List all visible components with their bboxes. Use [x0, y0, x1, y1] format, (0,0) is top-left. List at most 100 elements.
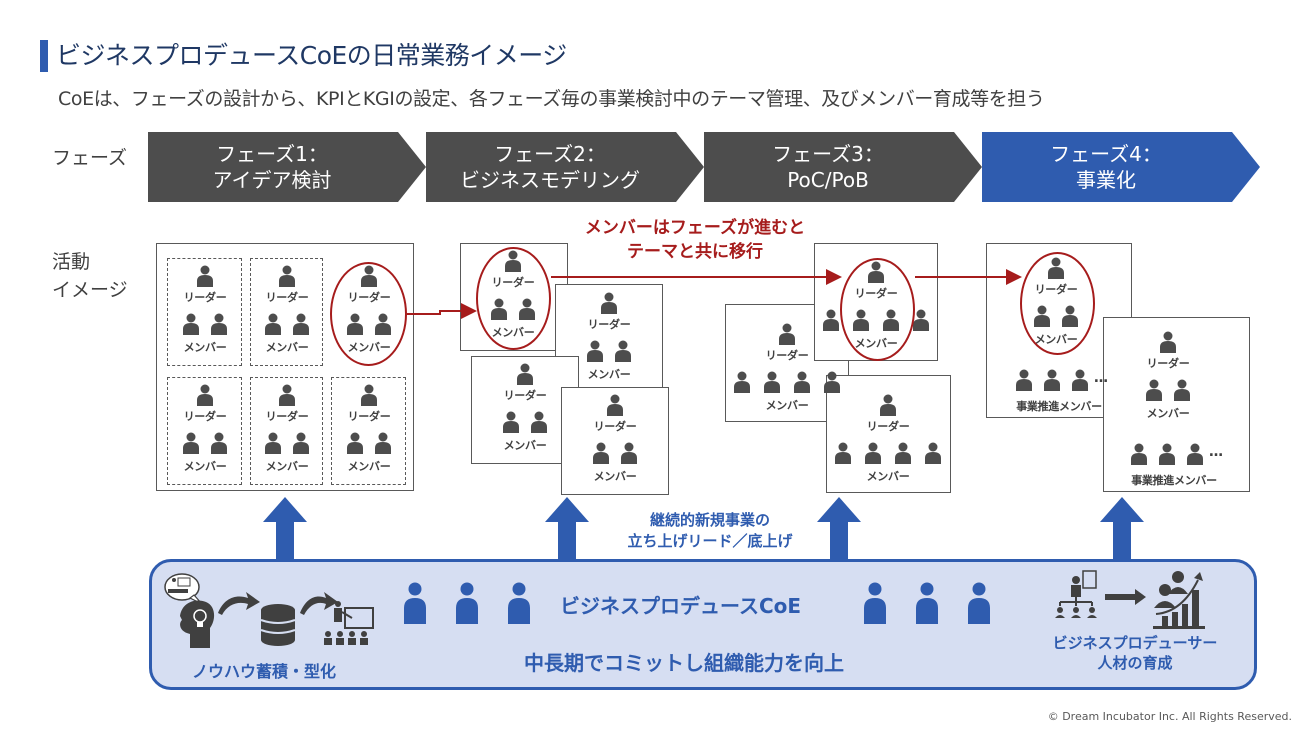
row-label-phase: フェーズ — [52, 147, 128, 169]
person-icon — [292, 313, 310, 335]
person-icon — [1173, 379, 1191, 401]
person-icon — [196, 265, 214, 287]
leader-label: リーダー — [593, 420, 637, 433]
person-icon — [864, 442, 882, 464]
phase-4-chevron: フェーズ4： 事業化 — [982, 132, 1260, 202]
arrow-right-icon — [1105, 589, 1146, 605]
person-icon — [894, 442, 912, 464]
leader-label: リーダー — [503, 389, 547, 402]
person-icon — [912, 309, 930, 331]
up-arrow — [817, 497, 861, 560]
person-icon — [586, 340, 604, 362]
team-group — [250, 377, 323, 485]
continuous-lead-note-line1: 継続的新規事業の — [649, 511, 770, 529]
ellipsis-mark: … — [1209, 444, 1223, 460]
coe-member-icon — [403, 582, 427, 624]
person-icon — [1015, 369, 1033, 391]
phase-1-line2: アイデア検討 — [212, 168, 332, 192]
leader-label: リーダー — [183, 410, 227, 423]
member-label: メンバー — [265, 460, 309, 473]
member-label: メンバー — [183, 460, 227, 473]
coe-member-icon — [455, 582, 479, 624]
transition-arrow-1 — [407, 303, 477, 319]
person-icon — [606, 394, 624, 416]
person-icon — [793, 371, 811, 393]
leader-label: リーダー — [347, 410, 391, 423]
talent-growth-icon — [1153, 571, 1205, 629]
coe-member-icon — [507, 582, 531, 624]
person-icon — [182, 313, 200, 335]
phase-3-line1: フェーズ3： — [772, 142, 884, 166]
member-label: メンバー — [265, 341, 309, 354]
person-icon — [374, 432, 392, 454]
chevron-shape — [982, 132, 1260, 202]
phase-2-chevron: フェーズ2： ビジネスモデリング — [426, 132, 704, 202]
leader-label: リーダー — [265, 410, 309, 423]
speech-bubble-icon — [164, 573, 203, 605]
member-label: メンバー — [1146, 407, 1190, 420]
highlight-oval — [330, 262, 407, 366]
producer-development-caption: ビジネスプロデューサー 人材の育成 — [1030, 633, 1240, 673]
person-icon — [778, 323, 796, 345]
person-icon — [346, 432, 364, 454]
member-transition-note-line1: メンバーはフェーズが進むと — [584, 218, 806, 238]
person-icon — [1159, 331, 1177, 353]
person-icon — [360, 384, 378, 406]
member-transition-note: メンバーはフェーズが進むと テーマと共に移行 — [560, 216, 830, 264]
phase-3-line2: PoC/PoB — [787, 168, 869, 192]
idea-head-icon — [180, 600, 215, 648]
phase-1-chevron: フェーズ1： アイデア検討 — [148, 132, 426, 202]
member-label: メンバー — [765, 399, 809, 412]
person-icon — [210, 432, 228, 454]
person-icon — [278, 384, 296, 406]
chevron-shape — [704, 132, 982, 202]
coe-member-icon — [863, 582, 887, 624]
database-icon — [260, 604, 296, 646]
phase-4-team-box — [1103, 317, 1250, 492]
coe-member-icon — [915, 582, 939, 624]
person-icon — [924, 442, 942, 464]
team-group — [167, 258, 242, 366]
person-icon — [592, 442, 610, 464]
row-label-activity: 活動 イメージ — [52, 248, 128, 304]
person-icon — [530, 411, 548, 433]
chevron-shape — [426, 132, 704, 202]
leader-label: リーダー — [587, 318, 631, 331]
person-icon — [763, 371, 781, 393]
chevron-shape — [148, 132, 426, 202]
curved-arrow-icon — [300, 592, 338, 615]
person-icon — [264, 432, 282, 454]
person-icon — [620, 442, 638, 464]
person-icon — [278, 265, 296, 287]
page-title: ビジネスプロデュースCoEの日常業務イメージ — [56, 41, 567, 70]
producer-development-caption-line2: 人材の育成 — [1097, 654, 1173, 672]
member-label: メンバー — [587, 368, 631, 381]
leader-label: リーダー — [1146, 357, 1190, 370]
team-group — [331, 377, 406, 485]
producer-development-caption-line1: ビジネスプロデューサー — [1052, 634, 1218, 652]
person-icon — [823, 371, 841, 393]
leader-label: リーダー — [183, 291, 227, 304]
person-icon — [182, 432, 200, 454]
person-icon — [264, 313, 282, 335]
knowhow-icons — [164, 573, 374, 648]
person-icon — [210, 313, 228, 335]
team-group — [250, 258, 323, 366]
leader-label: リーダー — [866, 420, 910, 433]
ellipsis-mark: … — [1094, 370, 1108, 386]
person-icon — [822, 309, 840, 331]
person-icon — [879, 394, 897, 416]
continuous-lead-note-line2: 立ち上げリード／底上げ — [627, 532, 793, 550]
person-icon — [1145, 379, 1163, 401]
phase-4-line1: フェーズ4： — [1050, 142, 1162, 166]
page-subtitle: CoEは、フェーズの設計から、KPIとKGIの設定、各フェーズ毎の事業検討中のテ… — [58, 88, 1045, 110]
highlight-oval — [840, 258, 915, 361]
person-icon — [292, 432, 310, 454]
highlight-oval — [476, 247, 551, 350]
team-group — [167, 377, 242, 485]
person-icon — [600, 292, 618, 314]
business-member-label: 事業推進メンバー — [1131, 474, 1217, 487]
person-icon — [1158, 443, 1176, 465]
curved-arrow-icon — [218, 592, 260, 615]
